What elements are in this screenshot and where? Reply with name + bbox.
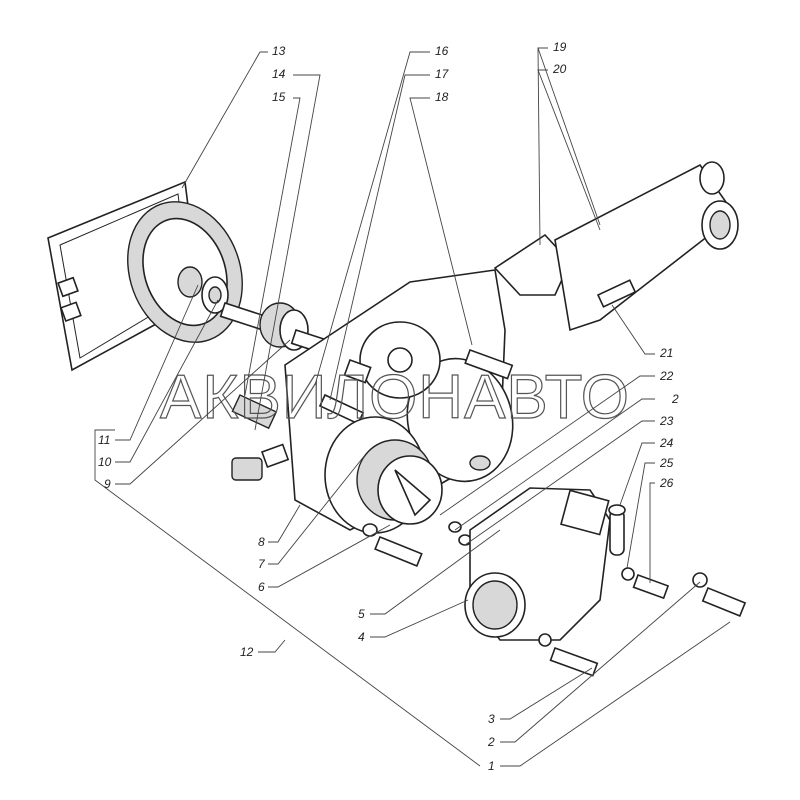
label-2-top: 2: [671, 392, 679, 406]
label-3: 3: [488, 712, 495, 726]
label-20: 20: [552, 62, 567, 76]
bolts-5: [362, 521, 472, 567]
label-14: 14: [272, 67, 286, 81]
label-12: 12: [240, 645, 254, 659]
label-22: 22: [659, 369, 674, 383]
label-15: 15: [272, 90, 286, 104]
label-7: 7: [258, 557, 266, 571]
label-25: 25: [659, 456, 674, 470]
label-13: 13: [272, 44, 286, 58]
label-23: 23: [659, 414, 674, 428]
label-19: 19: [553, 40, 567, 54]
label-4: 4: [358, 630, 365, 644]
sensor-14: [231, 394, 290, 481]
label-21: 21: [659, 346, 673, 360]
label-10: 10: [98, 455, 112, 469]
label-5: 5: [358, 607, 365, 621]
bolts-washers: [538, 567, 747, 677]
label-11: 11: [98, 433, 110, 447]
studs-16-17-18: [318, 348, 514, 425]
callout-labels: 13 14 15 16 17 18 19 20 21 22 2 23 24 25…: [98, 40, 679, 773]
label-26: 26: [659, 476, 674, 490]
label-18: 18: [435, 90, 449, 104]
label-1: 1: [488, 759, 495, 773]
label-8: 8: [258, 535, 265, 549]
label-6: 6: [258, 580, 265, 594]
outlet-pipe-19: [493, 161, 739, 332]
label-17: 17: [435, 67, 450, 81]
shaft-bearing-9: [219, 301, 326, 354]
thermostat-housing-4: [464, 487, 626, 641]
label-9: 9: [104, 477, 111, 491]
leader-lines: [94, 47, 731, 767]
label-16: 16: [435, 44, 449, 58]
thermostat-6: [324, 416, 443, 534]
watermark: АКВИЛОНАВТО: [160, 363, 630, 432]
label-2-bottom: 2: [487, 735, 495, 749]
seal-10: [201, 276, 229, 314]
label-24: 24: [659, 436, 674, 450]
